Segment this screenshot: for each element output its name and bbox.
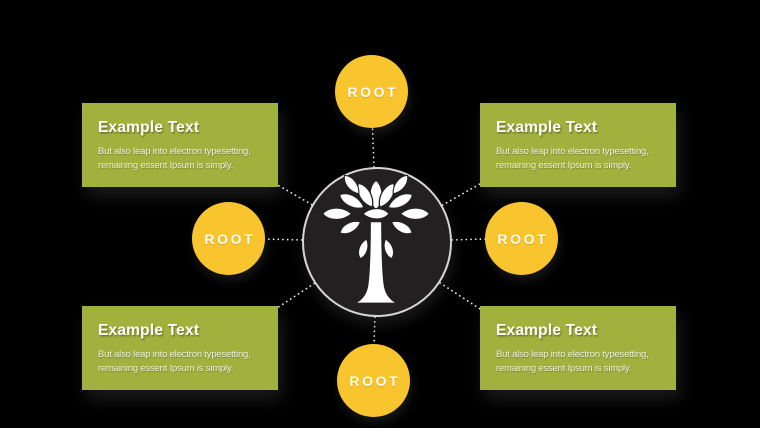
root-label: ROOT	[204, 230, 256, 247]
box-title: Example Text	[98, 119, 200, 136]
box-title: Example Text	[98, 322, 200, 339]
box-body-line1: But also leap into electron typesetting,	[496, 349, 649, 360]
center-node	[302, 167, 452, 317]
text-box-bottom-right: Example Text But also leap into electron…	[480, 306, 676, 390]
connector-center-to-top	[370, 90, 378, 243]
box-body-line1: But also leap into electron typesetting,	[496, 146, 649, 157]
root-label: ROOT	[347, 83, 399, 100]
box-title: Example Text	[496, 119, 598, 136]
root-node-bottom: ROOT	[337, 344, 410, 417]
box-body-line2: remaining essent Ipsum is simply.	[496, 363, 632, 374]
text-box-top-left: Example Text But also leap into electron…	[82, 103, 278, 187]
box-body-line2: remaining essent Ipsum is simply.	[98, 363, 234, 374]
root-node-left: ROOT	[192, 202, 265, 275]
box-body-line2: remaining essent Ipsum is simply.	[496, 160, 632, 171]
box-body-line2: remaining essent Ipsum is simply.	[98, 160, 234, 171]
root-label: ROOT	[349, 372, 401, 389]
box-title: Example Text	[496, 322, 598, 339]
box-body-line1: But also leap into electron typesetting,	[98, 349, 251, 360]
root-node-right: ROOT	[485, 202, 558, 275]
root-node-top: ROOT	[335, 55, 408, 128]
box-body-line1: But also leap into electron typesetting,	[98, 146, 251, 157]
root-label: ROOT	[497, 230, 549, 247]
text-box-top-right: Example Text But also leap into electron…	[480, 103, 676, 187]
tree-icon	[321, 171, 431, 305]
text-box-bottom-left: Example Text But also leap into electron…	[82, 306, 278, 390]
